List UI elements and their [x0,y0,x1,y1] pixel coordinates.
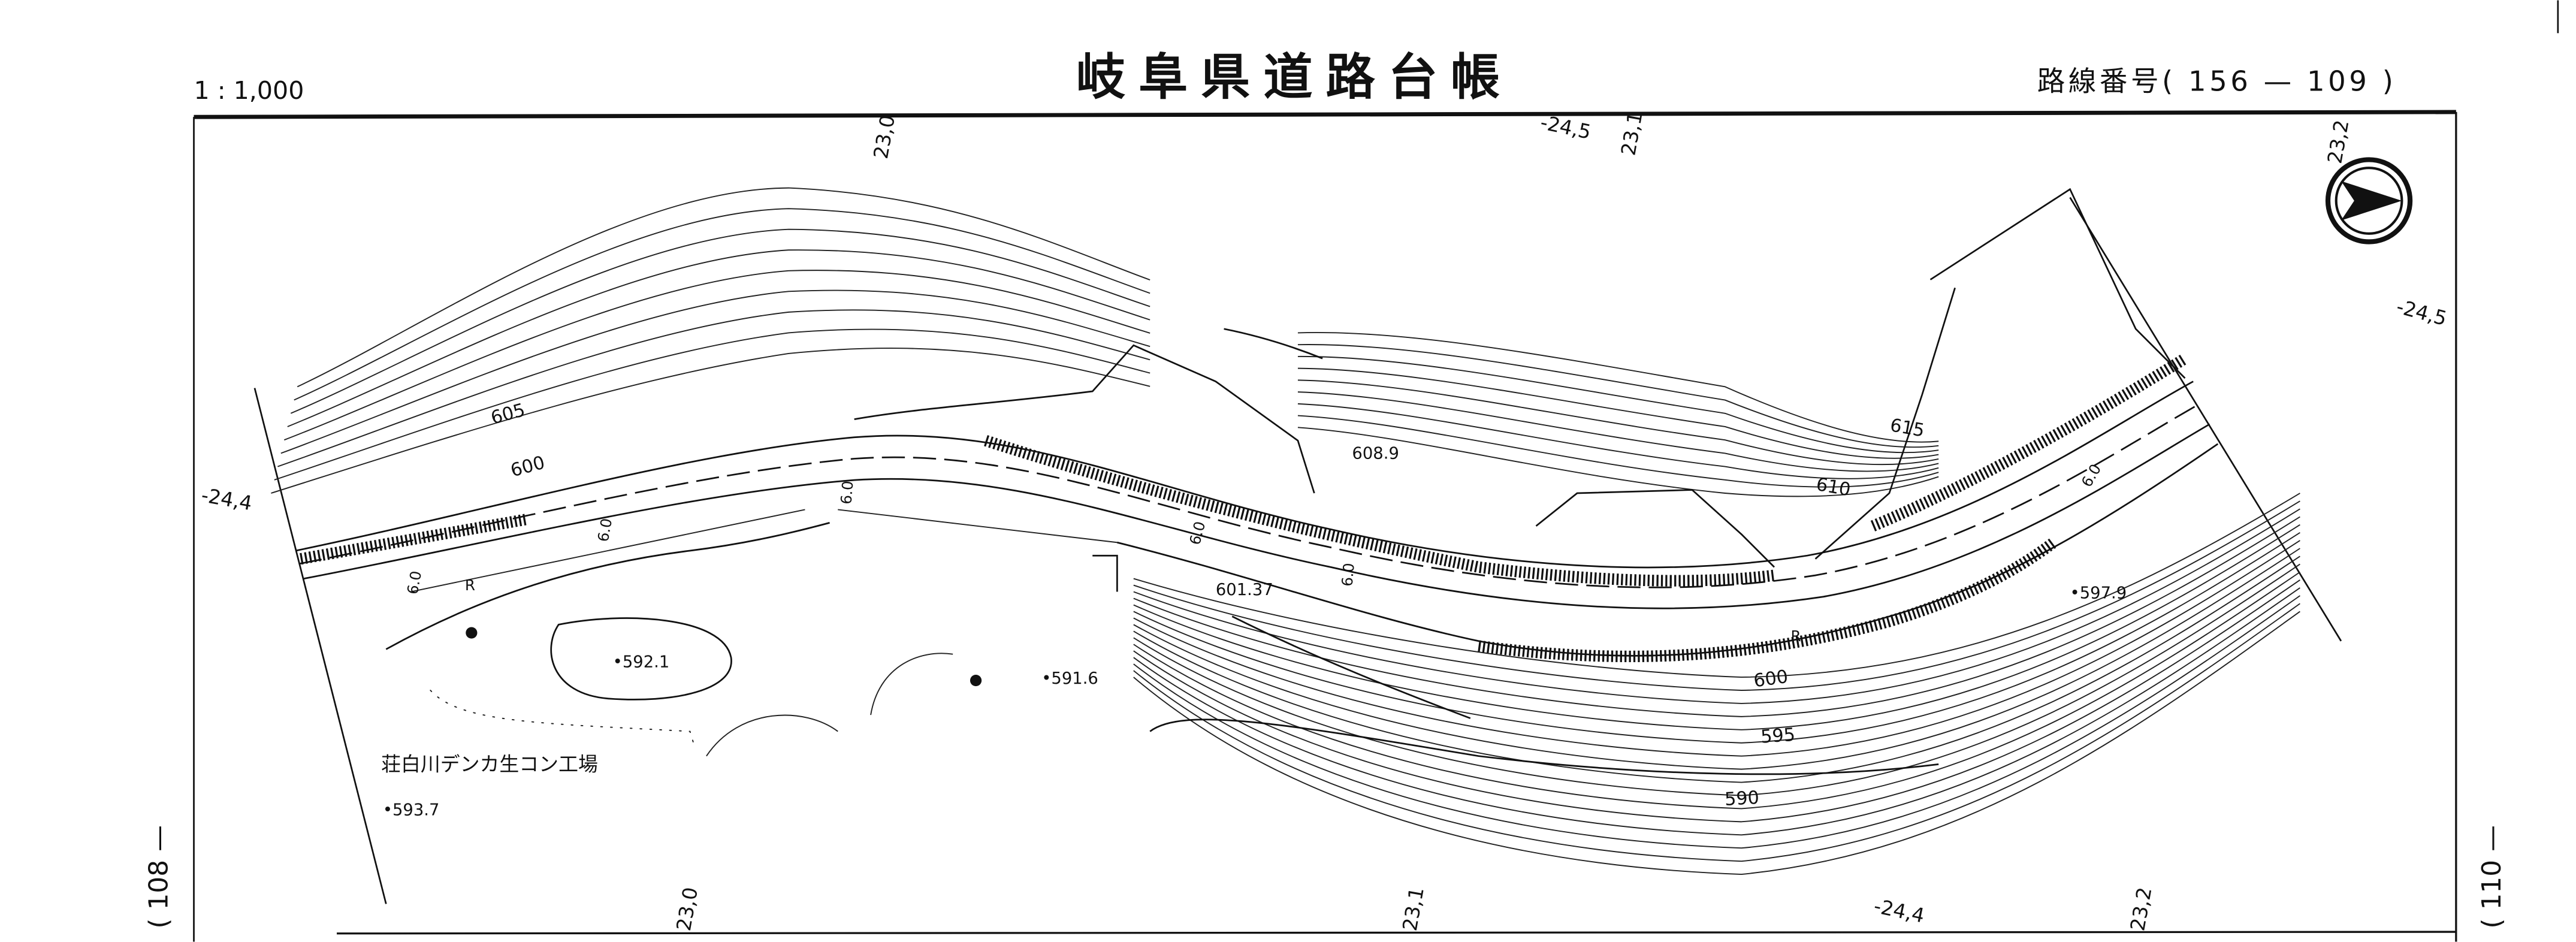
contour-line [1297,332,1939,443]
contour-line [283,270,1150,441]
contour-line [294,208,1150,401]
contour-line [1297,403,1939,479]
contour-label: 590 [1724,787,1759,810]
road-width-label: 6.0 [1339,562,1358,587]
contour-label: 600 [1752,666,1789,692]
contour-line [1133,532,2300,744]
spot-height: •593.7 [383,801,440,819]
boundary-line-left [253,388,387,904]
contour-line [1297,355,1939,454]
contour-label: 605 [489,400,528,429]
contour-line [1297,344,1939,448]
contour-line [1133,579,2300,823]
contour-line [1133,587,2300,836]
contour-line [274,328,1150,481]
spot-height: •597.9 [2070,584,2127,602]
contour-line [1133,493,2300,678]
contour-line [1133,548,2300,770]
grid-label: 23,1 [1616,110,1647,157]
road-width-label: 6.0 [837,480,856,505]
curve-mark: R [465,576,475,594]
contour-line [271,348,1150,494]
contour-line [290,228,1150,414]
place-label-factory: 荘白川デンカ生コン工場 [381,752,598,775]
spot-height: •591.6 [1041,669,1098,688]
road [295,354,2219,662]
contour-line [1297,427,1939,497]
spot-height: 608.9 [1352,444,1399,463]
grid-label: 23,0 [869,113,899,161]
grid-label: -24,5 [2394,294,2449,330]
contour-line [1133,516,2300,717]
adjacent-sheet-right[interactable]: ( 110 — [2477,825,2507,929]
contour-label: 600 [508,452,547,482]
page-title: 岐阜県道路台帳 [1076,49,1513,106]
route-number: 路線番号( 156 — 109 ) [2037,65,2397,97]
terrain-features [430,328,1939,775]
contour-line [1133,540,2300,757]
contour-line [1133,500,2300,691]
contour-line [297,187,1150,388]
contour-line [1133,508,2300,704]
contour-lines-lower [1133,493,2300,875]
contour-line [1133,603,2300,862]
embankment-slopes [410,188,2186,593]
contour-label: 610 [1814,474,1852,500]
contour-line [1133,555,2300,783]
contour-line [277,309,1150,467]
contour-line [1133,595,2300,849]
adjacent-sheet-left[interactable]: ( 108 — [144,825,174,929]
road-width-label: 6.0 [594,517,615,544]
contour-line [280,289,1150,454]
contour-line [1297,391,1939,472]
contour-line [287,249,1150,427]
grid-label: 23,0 [672,886,702,933]
contour-line [1133,524,2300,730]
contour-line [1297,367,1939,459]
road-width-label: 6.0 [1186,520,1209,547]
grid-label: -24,4 [200,483,254,515]
road-width-label: 6.0 [404,569,425,596]
contour-label: 595 [1760,724,1796,748]
scale-label: 1 : 1,000 [194,76,304,105]
grid-label: 23,1 [1398,886,1429,933]
spot-height: •592.1 [613,653,670,672]
boundary-line-right [2069,197,2342,642]
grid-label: 23,2 [2323,118,2353,165]
curve-mark: R [1790,627,1801,645]
map-frame [193,0,2559,942]
road-width-label: 6.0 [2078,461,2105,490]
contour-line [1133,563,2300,796]
contour-line [1133,571,2300,810]
contour-line [1297,379,1939,466]
contour-lines-upper [271,187,1939,497]
contour-label: 615 [1889,415,1926,441]
grid-label: -24,4 [1872,894,1926,928]
contour-line [1297,415,1939,488]
grid-label: 23,2 [2125,886,2156,933]
spot-height: 601.37 [1216,581,1273,599]
contour-line [1133,611,2300,875]
north-arrow-icon [2325,157,2413,244]
